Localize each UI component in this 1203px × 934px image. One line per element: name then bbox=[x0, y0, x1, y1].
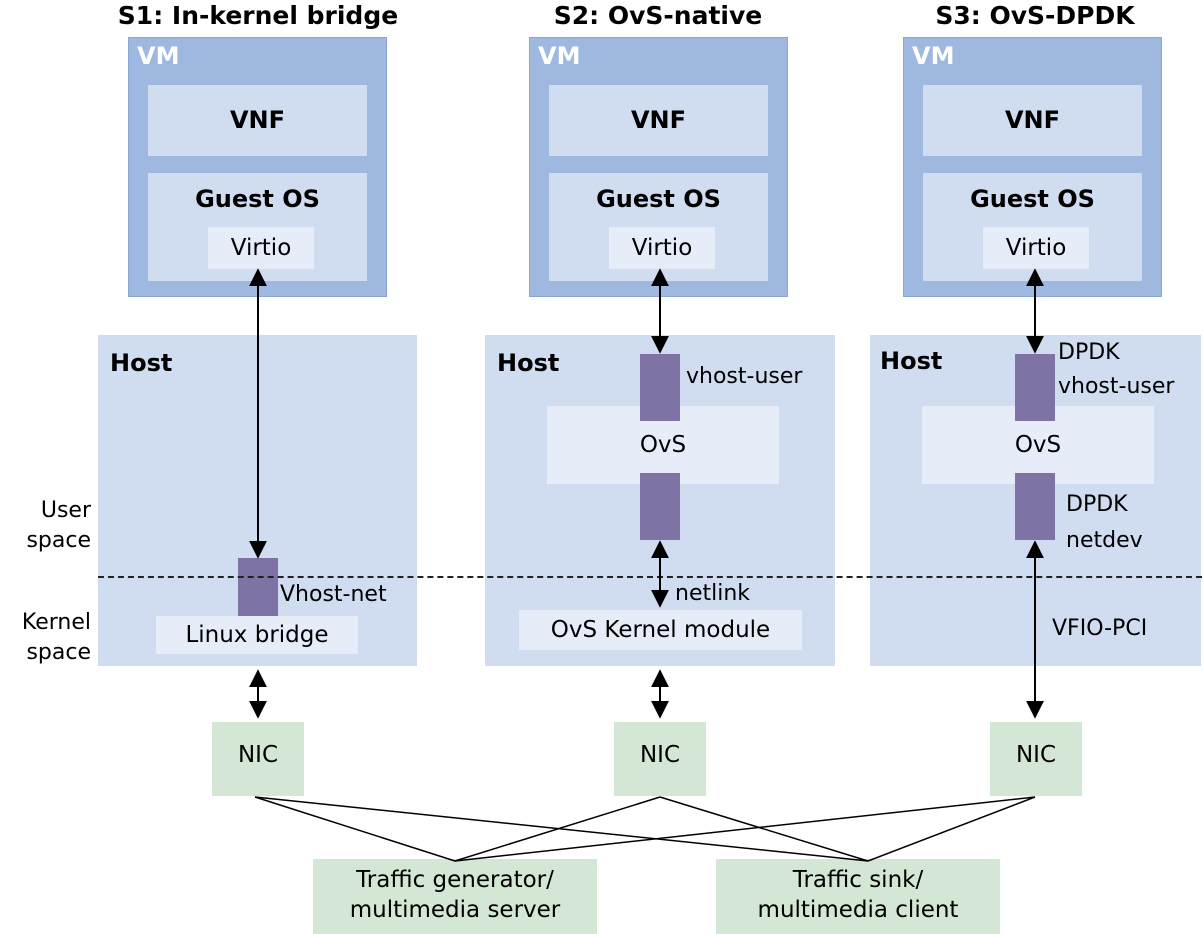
s3-guest-os-box: Guest OS Virtio bbox=[923, 173, 1142, 281]
scenario-2-title: S2: OvS-native bbox=[553, 1, 763, 30]
s1-vnf-box: VNF bbox=[148, 85, 367, 156]
s3-guest-os-label: Guest OS bbox=[970, 185, 1095, 213]
traffic-generator-box: Traffic generator/ multimedia server bbox=[313, 859, 597, 934]
s2-vhost-user-label: vhost-user bbox=[686, 364, 803, 389]
s2-nic-to-generator bbox=[454, 796, 661, 862]
traffic-generator-line-2: multimedia server bbox=[349, 897, 561, 923]
s2-virtio-box: Virtio bbox=[609, 227, 715, 269]
s3-host-label: Host bbox=[880, 347, 943, 375]
s3-virtio-box: Virtio bbox=[983, 227, 1089, 269]
traffic-sink-box: Traffic sink/ multimedia client bbox=[716, 859, 1000, 934]
s3-vhost-user-label-2: vhost-user bbox=[1058, 374, 1175, 399]
traffic-sink-line-2: multimedia client bbox=[757, 897, 959, 923]
user-space-label: User space bbox=[0, 496, 91, 556]
traffic-sink-line-1: Traffic sink/ bbox=[792, 867, 924, 893]
s2-nic: NIC bbox=[614, 722, 706, 796]
s3-netdev-port bbox=[1015, 473, 1055, 540]
s1-virtio-box: Virtio bbox=[208, 227, 314, 269]
s2-host-box: Host OvS vhost-user netlink OvS Kernel m… bbox=[485, 335, 835, 666]
user-space-label-line-2: space bbox=[26, 528, 91, 553]
s1-linux-bridge-box: Linux bridge bbox=[156, 616, 358, 654]
s3-vhost-user-port bbox=[1015, 354, 1055, 421]
s1-guest-os-box: Guest OS Virtio bbox=[148, 173, 367, 281]
s1-vhost-net-port bbox=[238, 558, 278, 616]
kernel-space-label-line-2: space bbox=[26, 640, 91, 665]
s1-vhost-net-label: Vhost-net bbox=[280, 582, 387, 607]
scenario-1-title: S1: In-kernel bridge bbox=[117, 1, 399, 30]
s3-nic: NIC bbox=[990, 722, 1082, 796]
s2-guest-os-label: Guest OS bbox=[596, 185, 721, 213]
s3-vfio-label: VFIO-PCI bbox=[1052, 616, 1148, 641]
traffic-generator-line-1: Traffic generator/ bbox=[356, 867, 554, 893]
user-kernel-boundary bbox=[98, 576, 1202, 578]
s3-netdev-label-1: DPDK bbox=[1066, 492, 1128, 517]
scenario-3-title: S3: OvS-DPDK bbox=[935, 1, 1135, 30]
s3-vm-box: VM VNF Guest OS Virtio bbox=[903, 37, 1162, 297]
s1-nic-to-generator bbox=[254, 796, 456, 862]
s2-nic-to-sink bbox=[659, 796, 869, 862]
s2-guest-os-box: Guest OS Virtio bbox=[549, 173, 768, 281]
s3-netdev-label-2: netdev bbox=[1066, 528, 1143, 553]
s1-nic-to-sink bbox=[254, 796, 869, 862]
user-space-label-line-1: User bbox=[40, 498, 91, 523]
s3-vhost-user-label-1: DPDK bbox=[1058, 340, 1120, 365]
s2-vhost-user-port bbox=[640, 354, 680, 421]
s3-vm-label: VM bbox=[912, 42, 955, 70]
kernel-space-label-line-1: Kernel bbox=[21, 610, 91, 635]
s3-vnf-box: VNF bbox=[923, 85, 1142, 156]
s1-vm-label: VM bbox=[137, 42, 180, 70]
kernel-space-label: Kernel space bbox=[0, 608, 91, 668]
s2-kernel-module-box: OvS Kernel module bbox=[519, 610, 802, 650]
s2-vm-label: VM bbox=[538, 42, 581, 70]
s1-vm-box: VM VNF Guest OS Virtio bbox=[128, 37, 387, 297]
s2-vnf-box: VNF bbox=[549, 85, 768, 156]
s2-vm-box: VM VNF Guest OS Virtio bbox=[529, 37, 788, 297]
s3-nic-to-generator bbox=[454, 796, 1036, 862]
s2-host-label: Host bbox=[497, 349, 560, 377]
s3-nic-to-sink bbox=[867, 796, 1036, 862]
s1-host-label: Host bbox=[110, 349, 173, 377]
s2-netlink-label: netlink bbox=[675, 581, 751, 606]
s2-netlink-port bbox=[640, 473, 680, 540]
s1-guest-os-label: Guest OS bbox=[195, 185, 320, 213]
s1-nic: NIC bbox=[212, 722, 304, 796]
